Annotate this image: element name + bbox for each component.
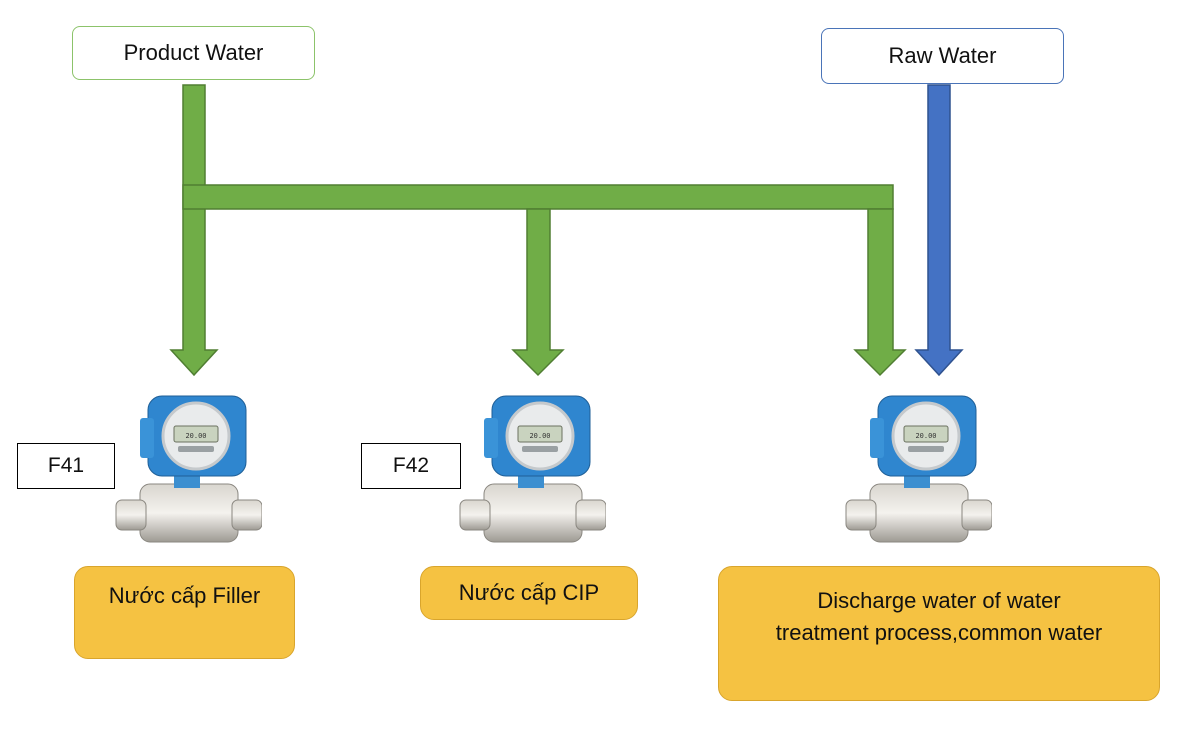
product-pipe-middle xyxy=(511,208,565,377)
product-pipe-left xyxy=(169,84,219,377)
flow-meter-icon: 20.00 xyxy=(459,395,606,543)
meter-display-text: 20.00 xyxy=(915,432,936,440)
product-water-box: Product Water xyxy=(72,26,315,80)
destination-filler: Nước cấp Filler xyxy=(74,566,295,659)
tag-f42-label: F42 xyxy=(392,454,430,477)
destination-discharge: Discharge water of water treatment proce… xyxy=(718,566,1160,701)
product-pipe-right xyxy=(853,208,907,377)
raw-pipe xyxy=(914,84,964,377)
raw-water-label: Raw Water xyxy=(888,43,997,68)
destination-filler-label: Nước cấp Filler xyxy=(108,583,261,608)
raw-water-box: Raw Water xyxy=(821,28,1064,84)
product-pipe-header xyxy=(182,184,894,210)
destination-cip: Nước cấp CIP xyxy=(420,566,638,620)
destination-discharge-line1: Discharge water of water xyxy=(817,588,1061,613)
tag-f41: F41 xyxy=(17,443,115,489)
meter-display-text: 20.00 xyxy=(529,432,550,440)
flow-meter-icon: 20.00 xyxy=(845,395,992,543)
meter-display-text: 20.00 xyxy=(185,432,206,440)
tag-f41-label: F41 xyxy=(47,454,85,477)
destination-discharge-line2: treatment process,common water xyxy=(775,620,1103,645)
destination-cip-label: Nước cấp CIP xyxy=(458,580,600,605)
flow-meter-icon: 20.00 xyxy=(115,395,262,543)
product-water-label: Product Water xyxy=(123,40,264,65)
tag-f42: F42 xyxy=(361,443,461,489)
